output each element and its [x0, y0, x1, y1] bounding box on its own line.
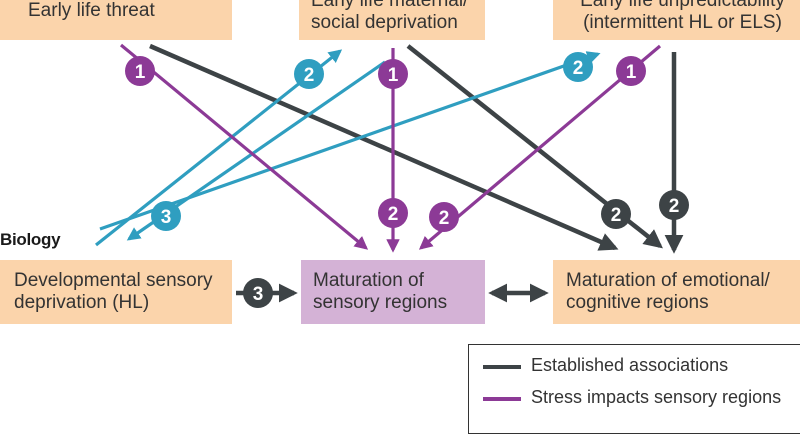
box-early-life-threat-line-1: Early life threat	[28, 0, 155, 21]
box-maturation-emotional: Maturation of emotional/ cognitive regio…	[553, 260, 800, 324]
box-unpredictability: Early life unpredictability (intermitten…	[553, 0, 800, 40]
box-maturation-sensory: Maturation of sensory regions	[301, 260, 485, 324]
box-maturation-sensory-line-1: Maturation of	[313, 270, 424, 291]
badge-maternal-2: 2	[378, 198, 408, 228]
box-maturation-emotional-line-1: Maturation of emotional/	[566, 270, 770, 291]
box-early-life-threat: Early life threat	[0, 0, 232, 40]
legend-swatch-stress	[483, 397, 521, 401]
biology-section-label: Biology	[0, 230, 61, 249]
badge-blue-3-label: 3	[161, 207, 172, 228]
legend-swatch-established	[483, 365, 521, 369]
badge-threat-blue-2-label: 2	[304, 65, 315, 86]
box-unpredictability-line-1: Early life unpredictability	[580, 0, 785, 11]
badge-unpred-blue-2-label: 2	[573, 58, 584, 79]
legend-label-established: Established associations	[531, 355, 729, 375]
badge-maternal-1: 1	[378, 59, 408, 89]
badge-maternal-dark-2-circle	[601, 199, 631, 229]
badge-maternal-1-label: 1	[388, 65, 399, 86]
legend: Established associations Stress impacts …	[468, 344, 800, 434]
badge-unpred-dark-2-label: 2	[669, 196, 680, 217]
badge-maternal-1-circle	[378, 59, 408, 89]
arrow-blue-deprivation-to-unpred	[99, 51, 601, 231]
badge-unpred-purple-2-circle	[429, 202, 459, 232]
legend-label-stress: Stress impacts sensory regions	[531, 387, 782, 407]
badge-threat-1: 1	[125, 56, 155, 86]
badge-threat-blue-2-circle	[294, 59, 324, 89]
badge-unpred-blue-2-circle	[563, 52, 593, 82]
box-maturation-sensory-line-2: sensory regions	[313, 292, 448, 313]
box-maternal-deprivation: Early life maternal/ social deprivation	[299, 0, 485, 40]
badge-threat-blue-2: 2	[294, 59, 324, 89]
arrow-purple-threat-to-sensory	[119, 43, 369, 250]
badge-deprivation-3-circle	[243, 278, 273, 308]
badge-unpred-dark-2-circle	[659, 190, 689, 220]
box-developmental-deprivation-line-1: Developmental sensory	[14, 270, 213, 291]
box-maternal-deprivation-line-1: Early life maternal/	[311, 0, 469, 11]
badge-unpred-1-circle	[616, 56, 646, 86]
badge-deprivation-3-label: 3	[253, 284, 264, 305]
badge-blue-3: 3	[151, 201, 181, 231]
box-developmental-deprivation: Developmental sensory deprivation (HL)	[0, 260, 232, 324]
badge-maternal-dark-2-label: 2	[611, 205, 622, 226]
badge-unpred-purple-2: 2	[429, 202, 459, 232]
badge-maternal-dark-2: 2	[601, 199, 631, 229]
badge-threat-1-circle	[125, 56, 155, 86]
box-developmental-deprivation-line-2: deprivation (HL)	[14, 292, 150, 313]
box-maturation-emotional-line-2: cognitive regions	[566, 292, 709, 313]
badge-threat-1-label: 1	[135, 62, 146, 83]
badge-unpred-blue-2: 2	[563, 52, 593, 82]
badge-deprivation-3: 3	[243, 278, 273, 308]
badge-unpred-purple-2-label: 2	[439, 208, 450, 229]
badge-blue-3-circle	[151, 201, 181, 231]
badge-maternal-2-label: 2	[388, 204, 399, 225]
arrow-threat-to-emotional	[149, 43, 619, 251]
diagram-canvas: 1 2 1 2 1 3 2 2 2 2 3	[95, 43, 689, 308]
badge-maternal-2-circle	[378, 198, 408, 228]
badge-unpred-1: 1	[616, 56, 646, 86]
badge-unpred-dark-2: 2	[659, 190, 689, 220]
badge-unpred-1-label: 1	[626, 62, 637, 83]
box-unpredictability-line-2: (intermittent HL or ELS)	[583, 12, 782, 33]
box-maternal-deprivation-line-2: social deprivation	[311, 12, 458, 33]
